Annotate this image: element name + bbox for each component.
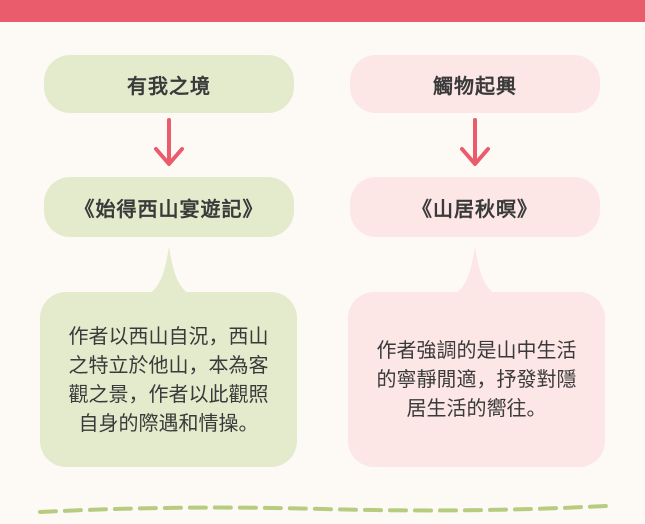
right-description-line: 作者強調的是山中生活 bbox=[376, 338, 577, 362]
right-concept-label: 觸物起興 bbox=[350, 55, 600, 113]
left-description-line: 自身的際遇和情操。 bbox=[78, 410, 259, 435]
left-work-title-text: 《始得西山宴遊記》 bbox=[74, 196, 264, 221]
left-description-line: 作者以西山自況，西山 bbox=[68, 323, 269, 348]
right-speech-tail bbox=[449, 246, 501, 296]
right-down-arrow-icon bbox=[460, 118, 490, 166]
right-work-title: 《山居秋暝》 bbox=[350, 177, 600, 237]
left-down-arrow-icon bbox=[154, 118, 184, 166]
left-concept-label: 有我之境 bbox=[44, 55, 294, 113]
left-speech-tail bbox=[143, 246, 195, 296]
left-description-bubble: 作者以西山自況，西山 之特立於他山，本為客 觀之景，作者以此觀照 自身的際遇和情… bbox=[40, 292, 297, 467]
right-concept-text: 觸物起興 bbox=[433, 73, 517, 98]
left-description-line: 觀之景，作者以此觀照 bbox=[68, 381, 269, 406]
left-description-line: 之特立於他山，本為客 bbox=[68, 352, 269, 377]
header-bar bbox=[0, 0, 645, 22]
dashed-divider bbox=[38, 504, 608, 514]
right-description-line: 居生活的嚮往。 bbox=[406, 396, 547, 420]
right-description-line: 的寧靜閒適，抒發對隱 bbox=[376, 367, 577, 391]
left-concept-text: 有我之境 bbox=[127, 73, 211, 98]
right-description-bubble: 作者強調的是山中生活 的寧靜閒適，抒發對隱 居生活的嚮往。 bbox=[348, 292, 605, 467]
right-work-title-text: 《山居秋暝》 bbox=[412, 196, 538, 221]
left-work-title: 《始得西山宴遊記》 bbox=[44, 177, 294, 237]
